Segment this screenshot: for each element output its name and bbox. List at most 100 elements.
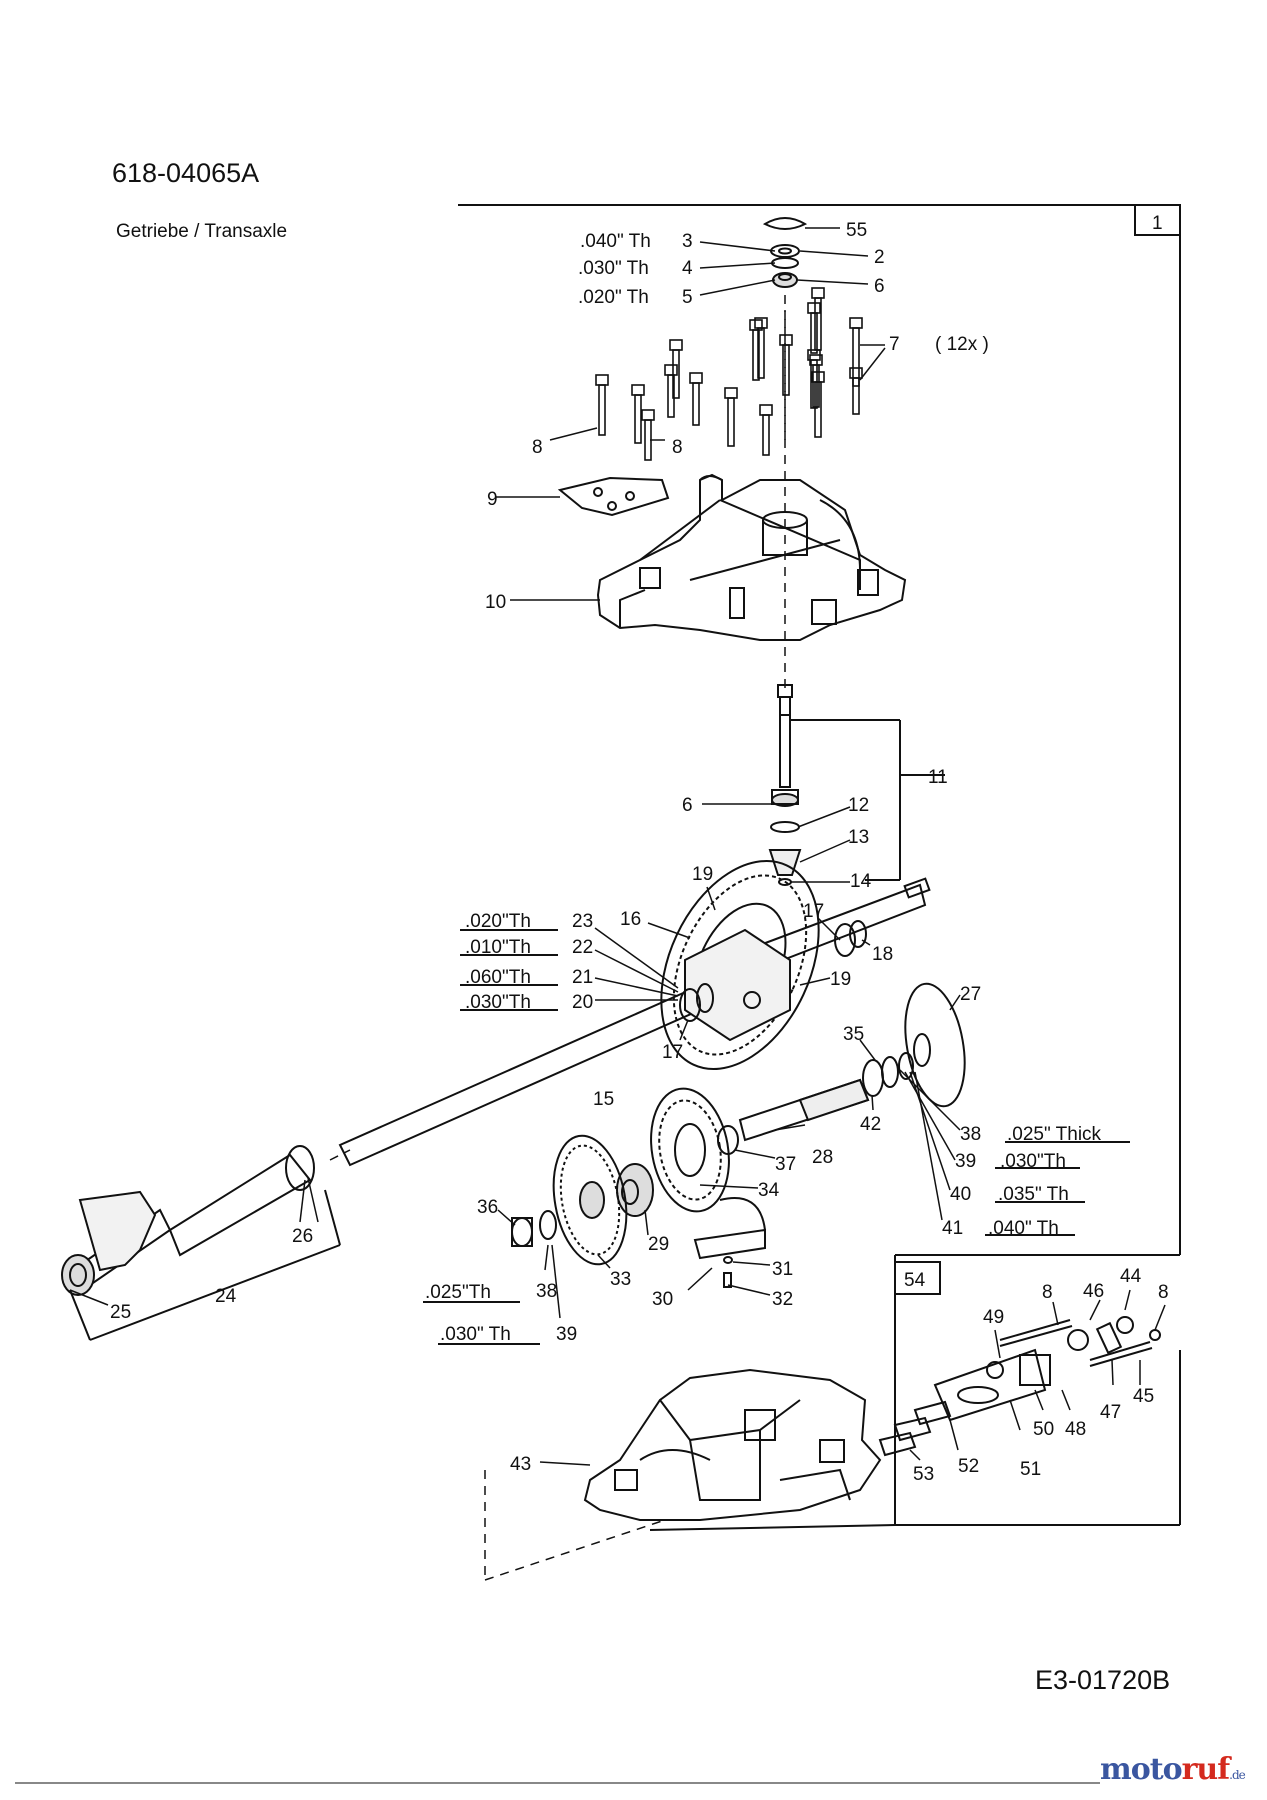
callout-36: 36: [477, 1197, 498, 1218]
callout-6b: 6: [682, 795, 693, 816]
brand-logo: motoruf.de: [1100, 1752, 1246, 1787]
callout-6: 6: [874, 276, 885, 297]
diagram-subtitle: Getriebe / Transaxle: [116, 221, 288, 242]
callout-numbers: 55 2 6 3 4 5 7 8 8 9 10 11 6 12 13 14 19…: [110, 220, 1169, 1485]
callout-30: 30: [652, 1289, 673, 1310]
callout-20: 20: [572, 992, 593, 1013]
callout-17b: 17: [662, 1042, 683, 1063]
bushing-36: [511, 1210, 557, 1247]
callout-34: 34: [758, 1180, 780, 1201]
lower-housing-43: [583, 1368, 882, 1521]
frame-label: 1: [1152, 213, 1163, 234]
bracket-11: [790, 719, 945, 881]
callout-48: 48: [1065, 1419, 1086, 1440]
callout-25: 25: [110, 1302, 131, 1323]
pinion-shaft-28: [717, 1078, 870, 1155]
thickness-030-upper: .030" Th: [578, 258, 649, 279]
brand-tld: .de: [1229, 1768, 1246, 1782]
callout-8a: 8: [532, 437, 543, 458]
shim-washers: [770, 244, 800, 288]
callout-49: 49: [983, 1307, 1004, 1328]
quantity-note: ( 12x ): [935, 334, 989, 355]
callout-33: 33: [610, 1269, 631, 1290]
callout-35: 35: [843, 1024, 864, 1045]
callout-26: 26: [292, 1226, 313, 1247]
callout-40: 40: [950, 1184, 971, 1205]
callout-8c: 8: [1042, 1282, 1053, 1303]
callout-17a: 17: [803, 901, 824, 922]
thickness-025-lower: .025"Th: [425, 1282, 491, 1303]
leader-lines: [69, 227, 1166, 1466]
thickness-040-brake: .040" Th: [988, 1218, 1059, 1239]
callout-23: 23: [572, 911, 593, 932]
callout-50: 50: [1033, 1419, 1054, 1440]
callout-19b: 19: [830, 969, 851, 990]
callout-16: 16: [620, 909, 641, 930]
callout-13: 13: [848, 827, 869, 848]
callout-29: 29: [648, 1234, 669, 1255]
callout-19a: 19: [692, 864, 713, 885]
shift-fork-assembly-54: [878, 1316, 1161, 1457]
diagram-frame: [458, 204, 1181, 1531]
brand-part1: moto: [1100, 1752, 1183, 1787]
callout-5: 5: [682, 287, 693, 308]
callout-47: 47: [1100, 1402, 1121, 1423]
callout-10: 10: [485, 592, 506, 613]
bevel-gear-34: [650, 1087, 730, 1213]
callout-55: 55: [846, 220, 867, 241]
reference-code: E3-01720B: [1035, 1665, 1171, 1695]
callout-8d: 8: [1158, 1282, 1169, 1303]
label-underlines: [423, 929, 1130, 1345]
callout-43: 43: [510, 1454, 531, 1475]
callout-12: 12: [848, 795, 869, 816]
upper-housing-10: [596, 473, 907, 641]
pinion-29: [616, 1163, 654, 1217]
callout-11: 11: [928, 767, 948, 788]
callout-44: 44: [1120, 1266, 1142, 1287]
callout-14: 14: [850, 871, 872, 892]
thickness-035-brake: .035" Th: [998, 1184, 1069, 1205]
callout-45: 45: [1133, 1386, 1154, 1407]
callout-4: 4: [682, 258, 693, 279]
callout-31: 31: [772, 1259, 793, 1280]
callout-53: 53: [913, 1464, 934, 1485]
part-number: 618-04065A: [112, 158, 260, 188]
callout-46: 46: [1083, 1281, 1104, 1302]
callout-27: 27: [960, 984, 981, 1005]
shift-rod-30: [693, 1197, 766, 1288]
callout-22: 22: [572, 937, 593, 958]
callout-3: 3: [682, 231, 693, 252]
mounting-plate-9: [557, 476, 670, 517]
callout-37: 37: [775, 1154, 796, 1175]
washers-35-42: [862, 1052, 914, 1097]
callout-41: 41: [942, 1218, 963, 1239]
input-shaft-11: [768, 684, 802, 886]
differential-gear-16: [660, 860, 820, 1070]
callout-2: 2: [874, 247, 885, 268]
callout-38a: 38: [960, 1124, 981, 1145]
callout-39a: 39: [955, 1151, 976, 1172]
callout-9: 9: [487, 489, 498, 510]
callout-18: 18: [872, 944, 893, 965]
thickness-030-brake: .030"Th: [1000, 1151, 1066, 1172]
callout-51: 51: [1020, 1459, 1041, 1480]
callout-21: 21: [572, 967, 593, 988]
subframe-label: 54: [904, 1270, 926, 1291]
thickness-020-diff: .020"Th: [465, 911, 531, 932]
sprocket-33: [552, 1134, 628, 1266]
thickness-030-diff: .030"Th: [465, 992, 531, 1013]
callout-38b: 38: [536, 1281, 557, 1302]
callout-28: 28: [812, 1147, 833, 1168]
thickness-010-diff: .010"Th: [465, 937, 531, 958]
brake-disc-27: [904, 982, 966, 1108]
callout-24: 24: [215, 1286, 237, 1307]
thickness-025-thick: .025" Thick: [1007, 1124, 1102, 1145]
callout-7: 7: [889, 334, 900, 355]
callout-32: 32: [772, 1289, 793, 1310]
bearings-17-18: [679, 920, 867, 1022]
bolts-7-8: [595, 287, 863, 461]
callout-8b: 8: [672, 437, 683, 458]
thickness-060-diff: .060"Th: [465, 967, 531, 988]
assembly-guides: [329, 295, 786, 1581]
